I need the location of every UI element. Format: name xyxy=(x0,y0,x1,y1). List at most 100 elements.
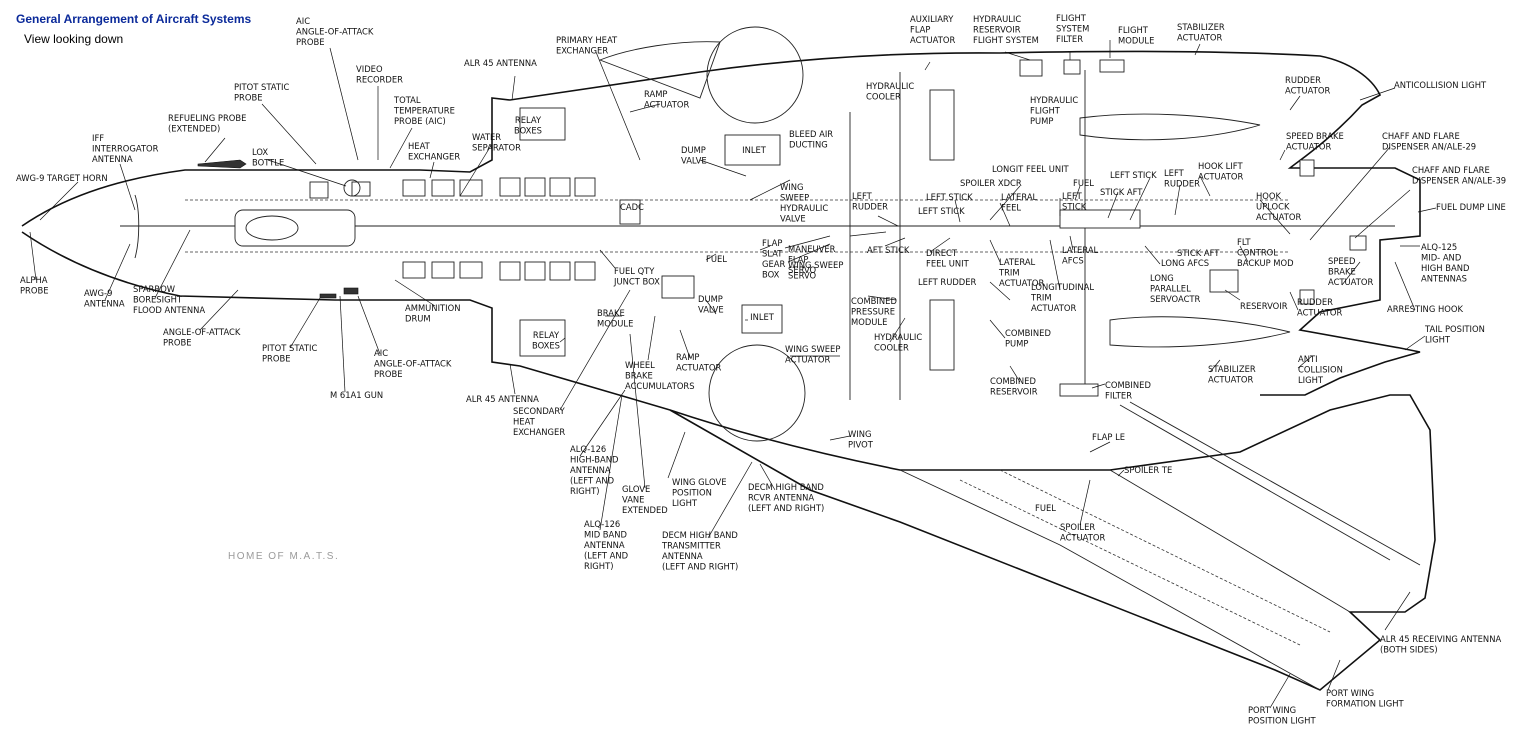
callout-line: REFUELING PROBE xyxy=(168,113,246,123)
callout-line: WING SWEEP xyxy=(788,260,843,270)
callout-line: AWG-9 xyxy=(84,288,112,298)
callout-line: RAMP xyxy=(676,352,700,362)
callout-line: PROBE xyxy=(262,354,291,364)
callout-line: EXTENDED xyxy=(622,505,668,515)
callout-line: ACTUATOR xyxy=(1060,533,1105,543)
callout-line: FEEL xyxy=(1001,203,1021,213)
callout-alr45-antenna-top: ALR 45 ANTENNA xyxy=(464,58,537,68)
callout-line: ANTI xyxy=(1298,354,1318,364)
callout-line: FUEL xyxy=(1035,503,1056,513)
callout-line: PROBE xyxy=(163,338,192,348)
callout-left-stick-b: LEFT STICK xyxy=(918,206,965,216)
callout-line: BRAKE xyxy=(625,371,653,381)
callout-line: FLIGHT SYSTEM xyxy=(973,35,1039,45)
callout-line: SPEED xyxy=(1328,256,1355,266)
callout-line: ANGLE-OF-ATTACK xyxy=(163,327,241,337)
callout-line: FORMATION LIGHT xyxy=(1326,699,1405,709)
callout-line: ANTENNA xyxy=(584,540,625,550)
callout-line: DUMP xyxy=(681,145,706,155)
callout-line: ACTUATOR xyxy=(1031,303,1076,313)
callout-line: WHEEL xyxy=(625,360,655,370)
callout-line: SPOILER xyxy=(1060,522,1095,532)
callout-line: UPLOCK xyxy=(1256,202,1290,212)
internal-systems xyxy=(120,59,1395,400)
callout-stick-aft-mid: STICK AFT xyxy=(1177,248,1220,258)
callout-line: FLT xyxy=(1237,237,1251,247)
callout-line: HIGH-BAND xyxy=(570,455,618,465)
callout-line: HIGH BAND xyxy=(1421,263,1469,273)
callout-line: FLAP LE xyxy=(1092,432,1125,442)
callout-line: COMBINED xyxy=(851,296,897,306)
callout-line: LONG xyxy=(1150,273,1174,283)
callout-line: HYDRAULIC xyxy=(866,81,914,91)
callout-line: TRANSMITTER xyxy=(661,541,721,551)
callout-cadc: CADC xyxy=(620,202,644,212)
callout-line: FLIGHT xyxy=(1118,25,1149,35)
callout-line: EXCHANGER xyxy=(408,152,460,162)
callout-line: M 61A1 GUN xyxy=(330,390,383,400)
callout-fuel-wing: FUEL xyxy=(1035,503,1056,513)
callout-line: INLET xyxy=(742,145,767,155)
callout-line: GLOVE xyxy=(622,484,650,494)
callout-line: MANEUVER xyxy=(788,244,836,254)
callout-line: RUDDER xyxy=(852,202,888,212)
callout-line: DRUM xyxy=(405,314,431,324)
callout-line: COMBINED xyxy=(1005,328,1051,338)
callout-line: LONGITUDINAL xyxy=(1031,282,1094,292)
callout-line: RELAY xyxy=(533,330,560,340)
callout-longit-feel-unit: LONGIT FEEL UNIT xyxy=(992,164,1070,174)
callout-line: DIRECT xyxy=(926,248,958,258)
callout-line: FILTER xyxy=(1105,391,1132,401)
callout-line: PROBE xyxy=(234,93,263,103)
callout-line: PARALLEL xyxy=(1150,284,1191,294)
callout-line: (BOTH SIDES) xyxy=(1380,645,1438,655)
nose-cone xyxy=(21,50,1421,396)
leader-lines xyxy=(29,40,1437,709)
callout-line: FUEL DUMP LINE xyxy=(1436,202,1506,212)
callout-line: PITOT STATIC xyxy=(234,82,289,92)
callout-inlet-top: INLET xyxy=(742,145,767,155)
callout-line: ANTICOLLISION LIGHT xyxy=(1394,80,1487,90)
callout-line: SWEEP xyxy=(780,193,809,203)
callout-line: EXCHANGER xyxy=(513,427,565,437)
callout-line: LATERAL xyxy=(1062,245,1099,255)
callout-line: ACTUATOR xyxy=(1198,172,1243,182)
callout-line: TOTAL xyxy=(393,95,421,105)
callout-line: ANGLE-OF-ATTACK xyxy=(374,359,452,369)
callout-line: VALVE xyxy=(681,156,707,166)
callout-line: COOLER xyxy=(866,92,901,102)
callout-line: PUMP xyxy=(1005,339,1028,349)
callout-line: ACTUATOR xyxy=(999,278,1044,288)
callout-line: WING xyxy=(848,429,872,439)
callout-line: AMMUNITION xyxy=(405,303,461,313)
callout-line: AUXILIARY xyxy=(910,14,954,24)
callout-line: PIVOT xyxy=(848,440,874,450)
